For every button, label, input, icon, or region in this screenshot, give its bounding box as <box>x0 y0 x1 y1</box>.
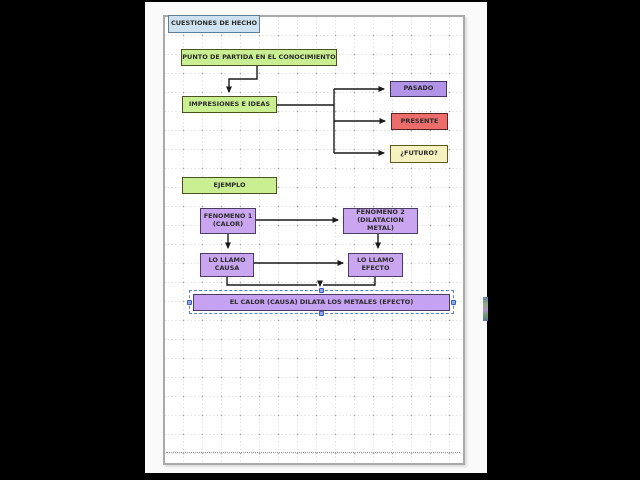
selection-handle-right-icon[interactable] <box>451 300 456 305</box>
node-pasado[interactable]: PASADO <box>390 81 447 97</box>
node-cuestiones-de-hecho[interactable]: CUESTIONES DE HECHO <box>168 15 260 33</box>
node-fenomeno-1-line2: (CALOR) <box>212 220 244 228</box>
page-break-line <box>166 452 460 453</box>
node-fenomeno-2[interactable]: FENOMENO 2 (DILATACION METAL) <box>343 208 418 234</box>
node-punto-de-partida[interactable]: PUNTO DE PARTIDA EN EL CONOCIMIENTO <box>181 49 337 66</box>
node-fenomeno-2-line1: FENOMENO 2 <box>356 208 405 217</box>
node-efecto-line1: LO LLAMO <box>356 256 394 265</box>
node-impresiones-e-ideas[interactable]: IMPRESIONES E IDEAS <box>182 96 277 113</box>
node-ejemplo[interactable]: EJEMPLO <box>182 177 277 194</box>
selection-handle-top-icon[interactable] <box>319 288 324 293</box>
letterbox-left <box>0 0 145 480</box>
node-causa-line2: CAUSA <box>214 264 240 272</box>
node-fenomeno-1-line1: FENOMENO 1 <box>203 212 253 221</box>
selection-handle-bottom-icon[interactable] <box>319 311 324 316</box>
node-efecto-line2: EFECTO <box>361 264 390 272</box>
capture-area: CUESTIONES DE HECHO PUNTO DE PARTIDA EN … <box>145 2 488 473</box>
node-presente[interactable]: PRESENTE <box>391 113 448 130</box>
selection-outline[interactable]: EL CALOR (CAUSA) DILATA LOS METALES (EFE… <box>187 288 456 316</box>
connector-causa-to-conclusion[interactable] <box>226 277 317 286</box>
node-futuro[interactable]: ¿FUTURO? <box>390 145 448 163</box>
video-artifact <box>483 297 488 321</box>
connector-layer <box>225 66 386 287</box>
connector-impresiones-branch[interactable] <box>277 86 386 156</box>
letterbox-top <box>0 0 640 2</box>
connector-efecto-to-conclusion[interactable] <box>317 277 376 287</box>
node-fenomeno-1[interactable]: FENOMENO 1 (CALOR) <box>200 208 256 234</box>
node-lo-llamo-causa[interactable]: LO LLAMO CAUSA <box>200 253 254 277</box>
node-fenomeno-2-line2: (DILATACION METAL) <box>357 216 404 232</box>
node-conclusion[interactable]: EL CALOR (CAUSA) DILATA LOS METALES (EFE… <box>193 294 450 311</box>
node-lo-llamo-efecto[interactable]: LO LLAMO EFECTO <box>348 253 403 277</box>
node-causa-line1: LO LLAMO <box>208 256 246 265</box>
selection-handle-left-icon[interactable] <box>187 300 192 305</box>
letterbox-bottom <box>0 473 640 480</box>
letterbox-right <box>487 0 640 480</box>
connector-punto-to-impresiones[interactable] <box>226 66 258 93</box>
